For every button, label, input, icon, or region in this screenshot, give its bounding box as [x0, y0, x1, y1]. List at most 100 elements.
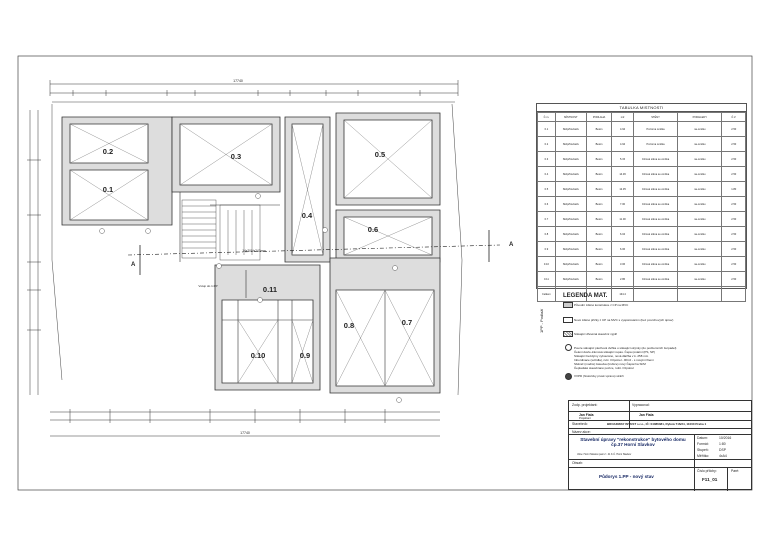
legend-swatch-door	[563, 331, 573, 337]
table-cell: na-omitku	[677, 181, 723, 197]
room-label-0-6: 0.6	[368, 225, 378, 234]
table-cell: 3.06	[611, 256, 634, 272]
project-label: Název akce:	[572, 429, 591, 434]
table-cell: 12.35	[611, 181, 634, 197]
date-label: Datum:	[697, 436, 708, 440]
overall-dimension-bottom: 17740	[240, 431, 250, 435]
room-labels: 0.2 0.1 0.3 0.4 0.5 0.6 0.7 0.8 0.9 0.10…	[103, 147, 412, 360]
table-cell: 0.11	[537, 271, 556, 287]
table-cell: 2.50	[721, 271, 746, 287]
legend-note: Pouze stávající plechová dvířka u stávaj…	[574, 346, 677, 350]
author-role: Projektant	[579, 416, 591, 420]
table-cell: 0.3	[537, 151, 556, 167]
legend-note: Čeleni dveře-trámová stávající repas. Če…	[574, 350, 656, 354]
table-cell: na-omitku	[677, 211, 723, 227]
table-cell: Skl/p/f/ovšel/u	[554, 121, 587, 137]
entry-note: Vstup do 1.PP	[198, 284, 217, 288]
left-dimension-lines	[27, 110, 41, 395]
legend-note: Stávající bezdýmy vybouráno, nová dlažba…	[574, 354, 649, 358]
table-cell: Skl/p/f/ovšel/u	[554, 226, 587, 242]
designer-name: Jan Fiala	[639, 413, 654, 417]
room-label-0-5: 0.5	[375, 150, 385, 159]
bottom-dimension-lines	[50, 409, 440, 437]
legend-note: Inbordinace (svítidla), ruší. Ozpotrel -…	[574, 358, 654, 362]
table-header-cell: PODHLEDY	[677, 112, 723, 122]
room-diagonals	[69, 119, 435, 387]
table-cell: Skl/p/f/ovšel/u	[554, 211, 587, 227]
author-name: Jan Fiala	[579, 413, 594, 417]
stair-note: 14x200/x247mm	[242, 249, 266, 253]
table-cell: 2.50	[721, 121, 746, 137]
table-cell: na-omitku	[677, 271, 723, 287]
section-line	[127, 244, 501, 256]
table-cell: Skl/p/f/ovšel/u	[554, 196, 587, 212]
room-label-0-1: 0.1	[103, 185, 113, 194]
table-cell: Citrová stěna se omítka	[632, 256, 679, 272]
table-cell: Citrová stěna se omítka	[632, 271, 679, 287]
table-cell: Skl/p/f/ovšel/u	[554, 166, 587, 182]
room-label-0-7: 0.7	[402, 318, 412, 327]
door-markers	[99, 193, 402, 403]
table-header-cell: m2	[611, 112, 634, 122]
table-cell	[721, 286, 746, 302]
designer-label: Vypracoval:	[632, 403, 650, 407]
table-cell: 11.00	[611, 211, 634, 227]
table-cell: Pozorna omitka	[632, 121, 679, 137]
table-cell: Beton	[585, 181, 613, 197]
stage-label: Stupeň:	[697, 448, 709, 452]
room-label-0-11: 0.11	[263, 285, 277, 294]
stage-value: DSP	[719, 448, 726, 452]
title-block: Zodp. projektant: Jan Fiala Projektant V…	[568, 400, 752, 491]
table-cell: 2.50	[721, 166, 746, 182]
table-cell: Skl/p/f/ovšel/u	[554, 136, 587, 152]
table-cell: Skl/p/f/ovšel/u	[554, 271, 587, 287]
table-cell: 5.15	[611, 151, 634, 167]
room-label-0-10: 0.10	[251, 351, 266, 360]
room-label-0-9: 0.9	[300, 351, 310, 360]
legend-swatch-existing	[563, 302, 573, 308]
table-header-cell: Č.V.	[721, 112, 746, 122]
table-cell: 2.50	[721, 241, 746, 257]
table-cell: Beton	[585, 166, 613, 182]
table-cell: Skl/p/f/ovšel/u	[554, 181, 587, 197]
room-label-0-8: 0.8	[344, 321, 354, 330]
project-title: Stavební úpravy "rekonstrukce" bytového …	[580, 437, 686, 447]
legend-item: Původní zděné konstrukce z CP na MVC	[574, 303, 629, 307]
table-cell: Beton	[585, 136, 613, 152]
room-schedule-grid: Č.m. MÍSTNOST PODLAHA m2 STĚNY PODHLEDY …	[537, 112, 746, 302]
table-cell: Citrová stěna se omítka	[632, 196, 679, 212]
legend: LEGENDA MAT. 1PP - Podlaží Původní zděné…	[539, 293, 751, 393]
table-cell: Citrová stěna se omítka	[632, 166, 679, 182]
table-cell: 4.94	[611, 136, 634, 152]
room-schedule-title: TABULKA MISTNOSTI	[537, 104, 746, 112]
room-schedule-table: TABULKA MISTNOSTI Č.m. MÍSTNOST PODLAHA …	[536, 103, 747, 302]
legend-item: Nové zděné příčky z CP na MVC s vyspárov…	[574, 318, 674, 322]
legend-item: Stávající dřevěná stavební výplň	[574, 332, 618, 336]
table-cell: 4.94	[611, 121, 634, 137]
legend-note: Sběrač (modrá) zásuvka (trubice) nový Ča…	[574, 362, 646, 366]
table-cell: Citrová stěna se omítka	[632, 181, 679, 197]
investor-label: Stavebník:	[572, 422, 589, 426]
table-cell: Citrová stěna se omítka	[632, 211, 679, 227]
table-cell: na-omitku	[677, 121, 723, 137]
table-cell: 7.00	[611, 196, 634, 212]
table-cell: Beton	[585, 121, 613, 137]
table-cell: 0.7	[537, 211, 556, 227]
scale-value: 4xA4	[719, 454, 727, 458]
project-location: Ulice: Horní Slavkov parc.č.: 41 K.Ú. Ho…	[577, 453, 632, 456]
drawing-label: Obsah:	[572, 461, 583, 465]
legend-swatch-new	[563, 317, 573, 323]
structural-walls	[61, 112, 441, 394]
table-cell: Beton	[585, 226, 613, 242]
table-cell: Beton	[585, 256, 613, 272]
